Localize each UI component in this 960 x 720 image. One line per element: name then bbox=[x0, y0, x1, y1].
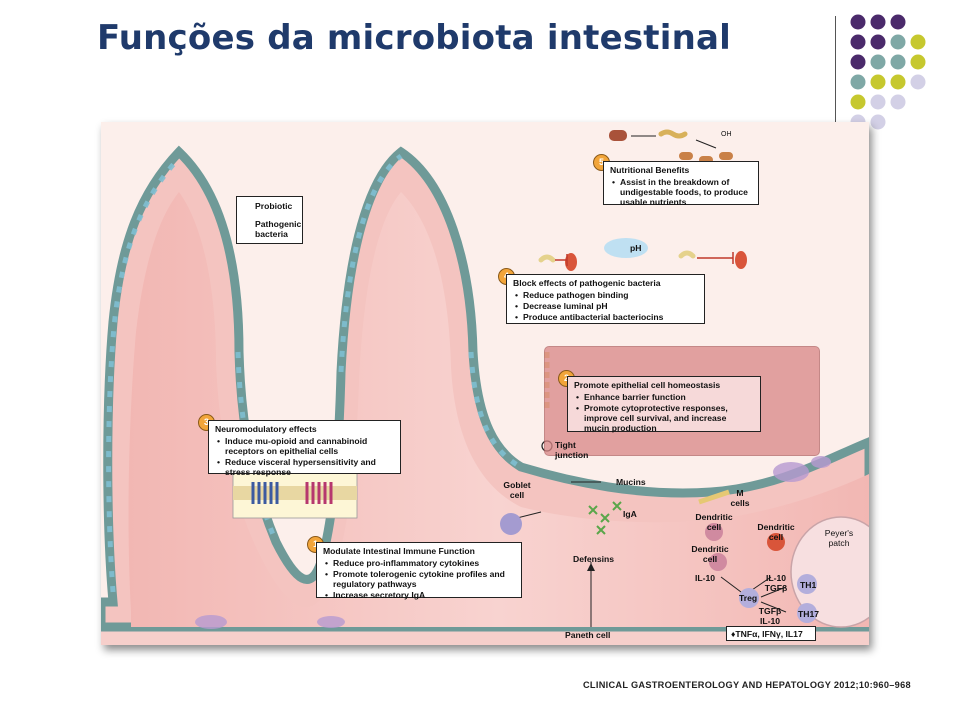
label-iga: IgA bbox=[623, 509, 637, 519]
label-defensins: Defensins bbox=[573, 554, 615, 564]
box4-title: Block effects of pathogenic bacteria bbox=[513, 278, 661, 288]
legend-box: Probiotic Pathogenic bacteria bbox=[236, 196, 303, 244]
label-th1: TH1 bbox=[800, 580, 817, 590]
decorative-dot bbox=[870, 94, 886, 110]
box4-list: Reduce pathogen binding Decrease luminal… bbox=[513, 290, 698, 322]
decorative-dot bbox=[890, 54, 906, 70]
title-divider bbox=[835, 16, 836, 132]
decorative-dot bbox=[910, 54, 926, 70]
box2-item-2: Promote cytoprotective responses, improv… bbox=[576, 403, 754, 433]
decorative-dot bbox=[890, 14, 906, 30]
decorative-dot bbox=[850, 74, 866, 90]
box3-list: Induce mu-opioid and cannabinoid recepto… bbox=[215, 436, 394, 477]
box1-item-3: Increase secretory IgA bbox=[325, 590, 515, 600]
cytokine-box: ♦TNFα, IFNγ, IL17 bbox=[726, 626, 816, 641]
box3-item-1: Induce mu-opioid and cannabinoid recepto… bbox=[217, 436, 394, 456]
nutritional-benefits-box: Nutritional Benefits Assist in the break… bbox=[603, 161, 759, 207]
decorative-dot bbox=[850, 14, 866, 30]
box1-title: Modulate Intestinal Immune Function bbox=[323, 546, 475, 556]
decorative-dot bbox=[910, 74, 926, 90]
decorative-dot bbox=[870, 14, 886, 30]
decorative-dot bbox=[870, 34, 886, 50]
box4-item-2: Decrease luminal pH bbox=[515, 301, 698, 311]
label-oh: OH bbox=[721, 131, 732, 138]
decorative-dot bbox=[870, 54, 886, 70]
label-peyers-patch: Peyer's patch bbox=[824, 528, 854, 548]
label-il10-left: IL-10 bbox=[695, 573, 716, 583]
box4-item-1: Reduce pathogen binding bbox=[515, 290, 698, 300]
neuromodulatory-box: Neuromodulatory effects Induce mu-opioid… bbox=[208, 420, 401, 477]
box5-list: Assist in the breakdown of undigestable … bbox=[610, 177, 752, 207]
citation: CLINICAL GASTROENTEROLOGY AND HEPATOLOGY… bbox=[583, 680, 911, 690]
label-dendritic-cell-2: Dendritic cell bbox=[757, 522, 795, 542]
label-treg: Treg bbox=[739, 593, 758, 603]
box5-item-1: Assist in the breakdown of undigestable … bbox=[612, 177, 752, 207]
label-th17: TH17 bbox=[798, 609, 820, 619]
legend-pathogenic: Pathogenic bacteria bbox=[255, 219, 302, 239]
box4-item-3: Produce antibacterial bacteriocins bbox=[515, 312, 698, 322]
decorative-dot bbox=[890, 74, 906, 90]
box5-title: Nutritional Benefits bbox=[610, 165, 690, 175]
box2-title: Promote epithelial cell homeostasis bbox=[574, 380, 721, 390]
label-dendritic-cell-3: Dendritic cell bbox=[691, 544, 729, 564]
decorative-dot bbox=[850, 54, 866, 70]
decorative-dot bbox=[870, 114, 886, 130]
immune-function-box: Modulate Intestinal Immune Function Redu… bbox=[316, 542, 522, 600]
label-tgf-il10: TGFβ IL-10 bbox=[758, 606, 782, 626]
label-il10-tgf: IL-10 TGFβ bbox=[764, 573, 788, 593]
legend-probiotic: Probiotic bbox=[255, 201, 293, 211]
label-tight-junction: Tight junction bbox=[555, 440, 589, 460]
box2-list: Enhance barrier function Promote cytopro… bbox=[574, 392, 754, 433]
label-mucins: Mucins bbox=[616, 477, 646, 487]
box2-item-1: Enhance barrier function bbox=[576, 392, 754, 402]
decorative-dot bbox=[890, 94, 906, 110]
box1-item-1: Reduce pro-inflammatory cytokines bbox=[325, 558, 515, 568]
label-dendritic-cell-1: Dendritic cell bbox=[695, 512, 733, 532]
decorative-dot bbox=[910, 34, 926, 50]
box1-item-2: Promote tolerogenic cytokine profiles an… bbox=[325, 569, 515, 589]
label-goblet-cell: Goblet cell bbox=[503, 480, 531, 500]
microbiota-figure: Probiotic Pathogenic bacteria 5 Nutritio… bbox=[101, 122, 869, 645]
decorative-dot bbox=[850, 34, 866, 50]
decorative-dot bbox=[850, 94, 866, 110]
slide-title: Funções da microbiota intestinal bbox=[97, 18, 731, 58]
label-m-cells: M cells bbox=[730, 488, 750, 508]
label-ph: pH bbox=[630, 243, 642, 253]
decorative-dot-grid bbox=[850, 14, 926, 130]
epithelial-homeostasis-box: Promote epithelial cell homeostasis Enha… bbox=[567, 376, 761, 433]
block-pathogens-box: Block effects of pathogenic bacteria Red… bbox=[506, 274, 705, 324]
decorative-dot bbox=[890, 34, 906, 50]
box3-item-2: Reduce visceral hypersensitivity and str… bbox=[217, 457, 394, 477]
label-paneth-cell: Paneth cell bbox=[565, 630, 611, 640]
decorative-dot bbox=[870, 74, 886, 90]
box3-title: Neuromodulatory effects bbox=[215, 424, 317, 434]
box1-list: Reduce pro-inflammatory cytokines Promot… bbox=[323, 558, 515, 600]
